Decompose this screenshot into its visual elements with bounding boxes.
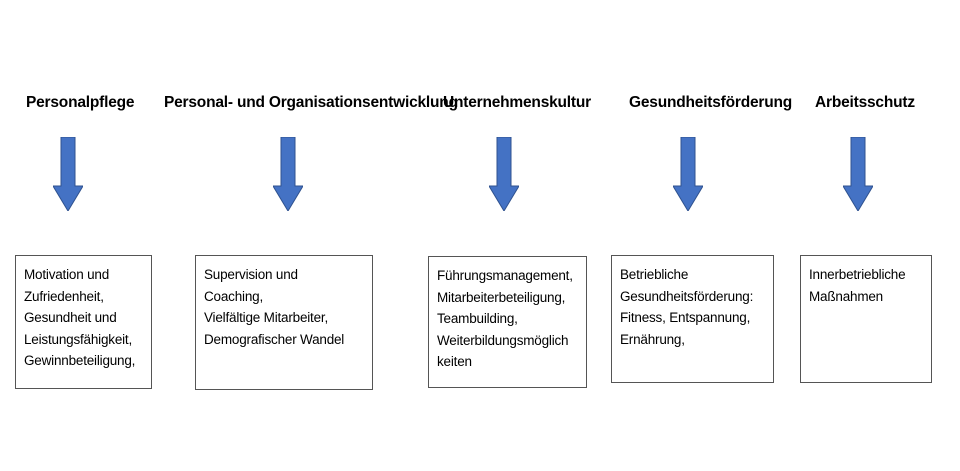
box-line: Supervision und xyxy=(204,267,298,282)
box-personal-organisationsentwicklung: Supervision und Coaching, Vielfältige Mi… xyxy=(195,255,373,390)
heading-personalpflege: Personalpflege xyxy=(26,94,135,111)
box-line: Gesundheitsförderung: xyxy=(620,288,754,304)
heading-personal-organisationsentwicklung: Personal- und Organisationsentwicklung xyxy=(164,94,458,111)
box-gesundheitsfoerderung: Betriebliche Gesundheitsförderung: Fitne… xyxy=(611,255,774,383)
box-line: Innerbetriebliche xyxy=(809,267,906,282)
heading-gesundheitsfoerderung: Gesundheitsförderung xyxy=(629,94,793,111)
down-arrow-icon xyxy=(53,137,83,211)
box-line: Teambuilding, xyxy=(437,311,518,326)
box-line: Motivation und xyxy=(24,267,110,282)
box-line: Gesundheit und xyxy=(24,310,117,325)
box-line: Maßnahmen xyxy=(809,288,883,304)
down-arrow-icon xyxy=(489,137,519,211)
heading-unternehmenskultur: Unternehmenskultur xyxy=(443,94,591,111)
box-personalpflege: Motivation und Zufriedenheit, Gesundheit… xyxy=(15,255,152,389)
down-arrow-icon xyxy=(273,137,303,211)
box-line: Demografischer Wandel xyxy=(204,331,345,347)
box-line: Mitarbeiterbeteiligung, xyxy=(437,289,566,305)
box-line: Fitness, Entspannung, xyxy=(620,310,751,325)
box-line: Zufriedenheit, xyxy=(24,288,104,304)
box-arbeitsschutz: Innerbetriebliche Maßnahmen xyxy=(800,255,932,383)
box-line: Leistungsfähigkeit, xyxy=(24,331,133,347)
box-line: Coaching, xyxy=(204,288,263,304)
box-line: Weiterbildungsmöglich xyxy=(437,332,569,348)
box-line: Führungsmanagement, xyxy=(437,268,573,283)
down-arrow-icon xyxy=(843,137,873,211)
box-line: Vielfältige Mitarbeiter, xyxy=(204,310,329,325)
box-line: Betriebliche xyxy=(620,267,689,282)
box-line: Ernährung, xyxy=(620,331,685,347)
heading-arbeitsschutz: Arbeitsschutz xyxy=(815,94,915,111)
box-line: Gewinnbeteiligung, xyxy=(24,353,136,368)
box-unternehmenskultur: Führungsmanagement, Mitarbeiterbeteiligu… xyxy=(428,256,587,388)
box-line: keiten xyxy=(437,354,472,369)
down-arrow-icon xyxy=(673,137,703,211)
